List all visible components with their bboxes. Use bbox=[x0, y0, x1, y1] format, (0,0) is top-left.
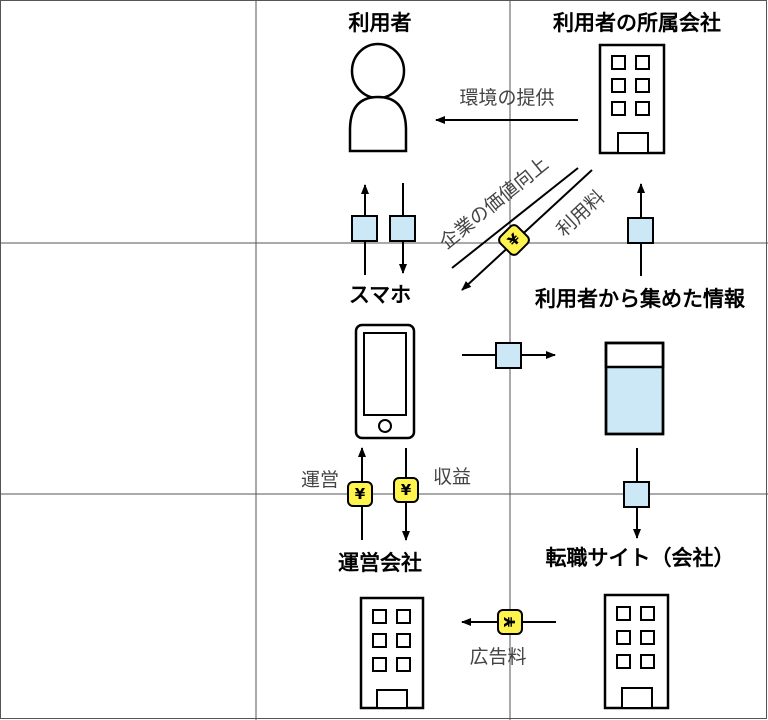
arrow-usage-fee bbox=[461, 169, 593, 291]
node-label-job-site: 転職サイト（会社） bbox=[546, 546, 735, 570]
yen-markers: ¥ ¥ ¥ ¥ bbox=[347, 224, 530, 635]
data-marker-info-company bbox=[627, 217, 654, 244]
data-marker-smartphone-info bbox=[495, 342, 522, 369]
flow-label-environment: 環境の提供 bbox=[459, 87, 554, 109]
node-label-smartphone: スマホ bbox=[349, 283, 411, 307]
building-icon-job-site bbox=[603, 593, 670, 710]
svg-text:¥: ¥ bbox=[401, 481, 412, 499]
svg-text:¥: ¥ bbox=[501, 616, 519, 627]
database-icon bbox=[604, 341, 665, 436]
building-icon-user-company bbox=[598, 43, 666, 155]
node-label-user: 利用者 bbox=[349, 11, 412, 35]
flow-label-revenue: 収益 bbox=[433, 466, 471, 488]
node-label-operator: 運営会社 bbox=[338, 551, 422, 575]
yen-icon-usage-fee: ¥ bbox=[498, 224, 530, 256]
data-marker-down bbox=[389, 215, 416, 242]
node-label-collected-info: 利用者から集めた情報 bbox=[535, 287, 746, 311]
yen-icon-operation: ¥ bbox=[347, 481, 373, 507]
building-icon-operator bbox=[359, 596, 425, 710]
yen-icon-revenue: ¥ bbox=[393, 477, 419, 503]
svg-text:¥: ¥ bbox=[355, 485, 366, 503]
flow-label-operation: 運営 bbox=[301, 469, 339, 491]
data-marker-info-jobsite bbox=[623, 481, 650, 508]
yen-icon-ad-fee: ¥ bbox=[497, 609, 523, 635]
flow-label-value-up: 企業の価値向上 bbox=[436, 153, 553, 254]
smartphone-icon bbox=[354, 323, 416, 440]
data-marker-up bbox=[351, 215, 378, 242]
flow-label-ad-fee: 広告料 bbox=[469, 646, 526, 668]
arrow-value-up bbox=[451, 167, 579, 269]
node-label-user-company: 利用者の所属会社 bbox=[553, 11, 721, 35]
flow-label-usage-fee: 利用料 bbox=[553, 186, 610, 241]
person-icon bbox=[348, 42, 408, 153]
data-markers bbox=[351, 215, 654, 508]
